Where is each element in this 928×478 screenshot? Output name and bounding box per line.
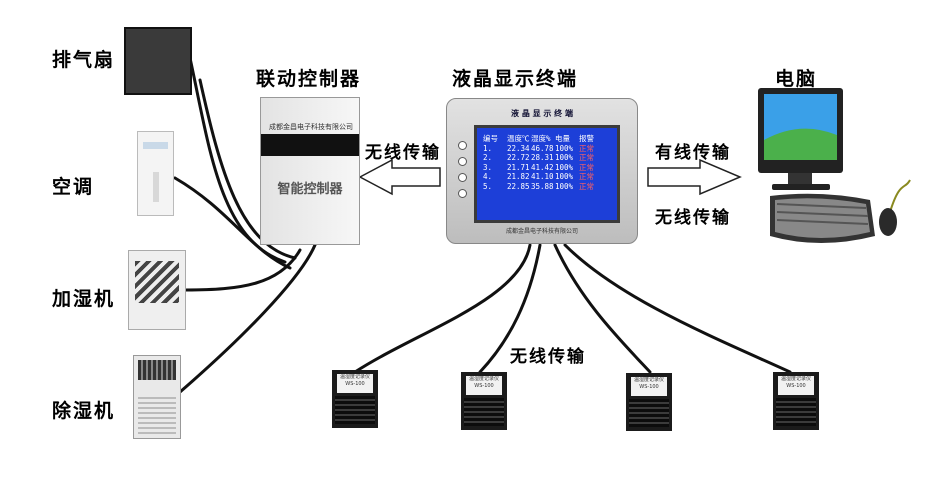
lcd-button-2[interactable] xyxy=(458,157,467,166)
lcd-cell: 5. xyxy=(483,181,493,191)
lcd-cell: 46.78 xyxy=(531,143,554,153)
controller-company: 成都金昌电子科技有限公司 xyxy=(269,123,353,131)
humidifier-wire xyxy=(184,248,302,292)
lcd-button-4[interactable] xyxy=(458,189,467,198)
dehumidifier-image xyxy=(133,355,181,439)
lcd-title: 液晶显示终端 xyxy=(452,68,579,90)
lcd-cell: 1. xyxy=(483,143,493,153)
lcd-header-cell: 电量 xyxy=(555,134,570,143)
wireless-bottom-label: 无线传输 xyxy=(510,347,586,367)
lcd-cell: 正常 xyxy=(579,162,594,172)
lcd-button-1[interactable] xyxy=(458,141,467,150)
sensor3-wire xyxy=(553,243,652,374)
lcd-cell: 22.85 xyxy=(507,181,530,191)
exhaust-fan-image xyxy=(124,27,192,95)
lcd-cell: 3. xyxy=(483,162,493,172)
lcd-cell: 正常 xyxy=(579,181,594,191)
lcd-cell: 100% xyxy=(555,172,574,181)
ac-wire xyxy=(173,176,292,270)
lcd-cell: 28.31 xyxy=(531,153,554,162)
controller-title: 联动控制器 xyxy=(256,68,362,90)
lcd-cell: 100% xyxy=(555,153,574,162)
lcd-screen-title: 液 晶 显 示 终 端 xyxy=(511,109,573,118)
computer-keyboard xyxy=(770,193,875,243)
sensor2-wire xyxy=(478,243,542,374)
controller-name: 智能控制器 xyxy=(277,182,343,197)
lcd-button-3[interactable] xyxy=(458,173,467,182)
linkage-controller: 成都金昌电子科技有限公司 智能控制器 xyxy=(260,97,360,245)
lcd-cell: 100% xyxy=(555,162,574,172)
computer-label: 电脑 xyxy=(775,68,818,90)
ac-label: 空调 xyxy=(52,176,95,198)
controller-band xyxy=(261,134,359,156)
left-arrow xyxy=(358,158,441,196)
dehumidifier-wire xyxy=(178,243,317,394)
humidifier-image xyxy=(128,250,186,330)
lcd-header-cell: 温度℃ xyxy=(507,134,530,143)
sensor1-wire xyxy=(353,243,532,374)
lcd-cell: 21.82 xyxy=(507,172,530,181)
lcd-header-cell: 编号 xyxy=(483,134,498,143)
air-conditioner-image xyxy=(137,131,174,216)
lcd-header-cell: 报警 xyxy=(579,134,594,143)
wired-right-label: 有线传输 xyxy=(655,143,731,163)
wireless-left-label: 无线传输 xyxy=(365,143,441,163)
fan-label: 排气扇 xyxy=(52,49,116,71)
humidifier-label: 加湿机 xyxy=(52,288,116,310)
lcd-cell: 100% xyxy=(555,181,574,191)
lcd-cell: 正常 xyxy=(579,143,594,153)
lcd-cell: 100% xyxy=(555,143,574,153)
lcd-cell: 41.42 xyxy=(531,162,554,172)
sensor4-wire xyxy=(563,243,792,374)
right-arrow xyxy=(647,158,742,196)
lcd-cell: 41.10 xyxy=(531,172,554,181)
dehumidifier-label: 除湿机 xyxy=(52,400,116,422)
lcd-cell: 4. xyxy=(483,172,493,181)
lcd-cell: 21.71 xyxy=(507,162,530,172)
lcd-header-cell: 湿度% xyxy=(531,134,551,143)
computer-mouse xyxy=(879,179,911,236)
lcd-cell: 正常 xyxy=(579,153,594,162)
lcd-cell: 正常 xyxy=(579,172,594,181)
lcd-footer: 成都金昌电子科技有限公司 xyxy=(505,228,578,235)
computer-monitor xyxy=(758,88,843,190)
lcd-cell: 22.72 xyxy=(507,153,530,162)
lcd-cell: 2. xyxy=(483,153,493,162)
wireless-right-label: 无线传输 xyxy=(655,208,731,228)
lcd-cell: 22.34 xyxy=(507,143,530,153)
lcd-cell: 35.88 xyxy=(531,181,554,191)
